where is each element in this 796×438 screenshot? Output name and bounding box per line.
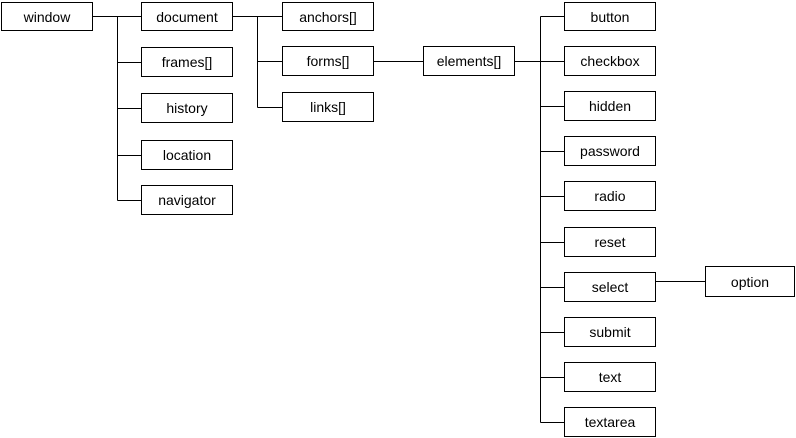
node-label: forms[] (306, 53, 350, 69)
node-label: location (162, 147, 212, 163)
node-forms: forms[] (282, 46, 374, 76)
node-label: frames[] (161, 54, 213, 70)
node-label: elements[] (436, 53, 502, 69)
node-button: button (564, 2, 656, 31)
node-navigator: navigator (141, 185, 233, 215)
node-label: button (590, 8, 630, 25)
node-radio: radio (564, 181, 656, 211)
node-document: document (141, 2, 233, 31)
node-label: anchors[] (299, 8, 357, 25)
node-label: hidden (588, 98, 632, 114)
node-submit: submit (564, 317, 656, 347)
node-elements: elements[] (423, 46, 515, 76)
node-anchors: anchors[] (282, 2, 374, 31)
node-label: select (591, 279, 629, 295)
node-label: reset (594, 234, 626, 250)
node-label: submit (589, 324, 631, 340)
node-location: location (141, 140, 233, 170)
node-label: password (580, 143, 640, 159)
node-label: navigator (158, 192, 216, 208)
node-label: text (598, 369, 622, 385)
node-reset: reset (564, 227, 656, 257)
node-label: option (730, 273, 770, 290)
node-checkbox: checkbox (564, 46, 656, 76)
node-option: option (705, 266, 795, 297)
node-label: document (156, 8, 218, 25)
node-password: password (564, 136, 656, 166)
node-links: links[] (282, 92, 374, 122)
node-label: links[] (310, 99, 346, 115)
node-label: window (23, 8, 71, 25)
node-select: select (564, 272, 656, 302)
node-label: checkbox (580, 53, 640, 69)
node-label: history (166, 100, 208, 116)
node-textarea: textarea (564, 407, 656, 437)
node-window: window (1, 2, 93, 31)
node-hidden: hidden (564, 91, 656, 121)
node-label: textarea (584, 414, 636, 430)
node-label: radio (594, 188, 626, 204)
node-text: text (564, 362, 656, 392)
node-frames: frames[] (141, 47, 233, 77)
node-history: history (141, 93, 233, 123)
